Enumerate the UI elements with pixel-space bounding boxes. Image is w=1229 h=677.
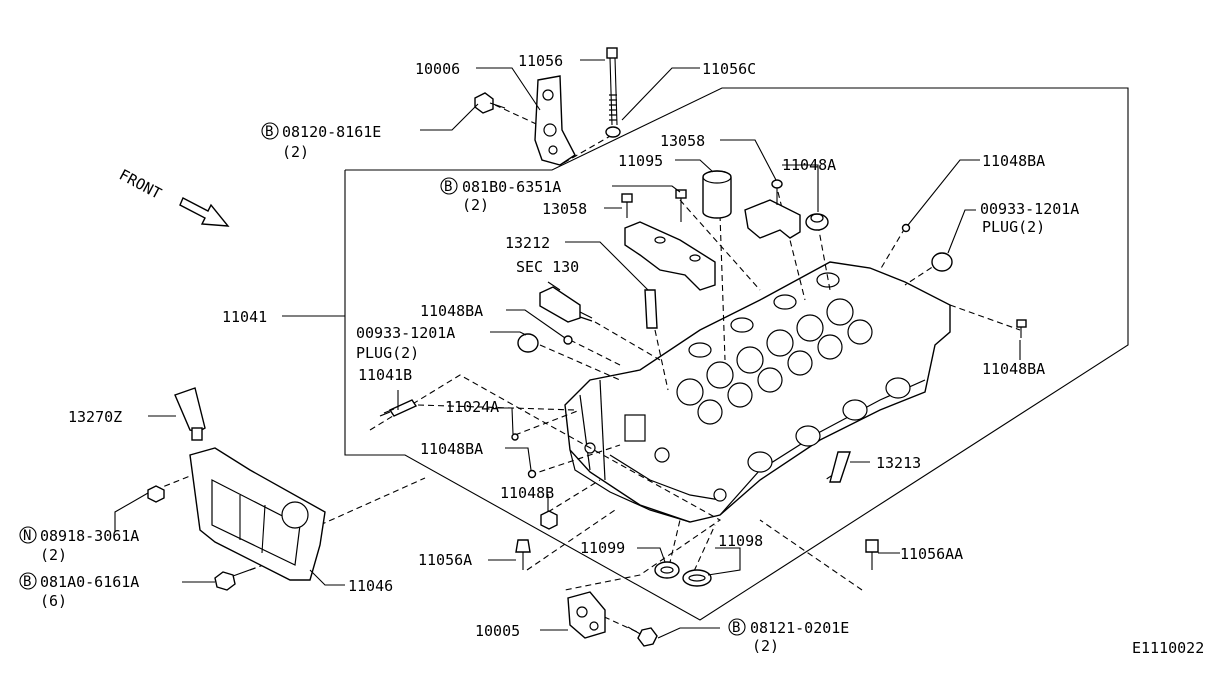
camshaft-journals [676, 298, 873, 425]
label-00933-right: 00933-1201A [980, 200, 1079, 218]
label-11056: 11056 [518, 52, 563, 70]
dowel-13213-icon [829, 451, 851, 483]
front-label: FRONT [116, 166, 164, 203]
nut-marker-08918: N [19, 526, 37, 544]
bracket-10005-icon [567, 591, 606, 639]
label-11041: 11041 [222, 308, 267, 326]
plug-00933-right-icon [931, 252, 953, 272]
label-081a0-qty: (6) [40, 592, 67, 610]
label-081a0-6161a: 081A0-6161A [40, 573, 139, 591]
label-13270z: 13270Z [68, 408, 122, 426]
label-11041b: 11041B [358, 366, 412, 384]
label-11046: 11046 [348, 577, 393, 595]
bolt-11056a-icon [515, 539, 531, 570]
bracket-10006-icon [534, 75, 576, 166]
label-13058-mid: 13058 [542, 200, 587, 218]
stud-11041b-icon [379, 399, 418, 417]
label-10006: 10006 [415, 60, 460, 78]
front-arrow-icon: FRONT [116, 166, 230, 227]
label-08121-qty: (2) [752, 637, 779, 655]
plug-00933-left-icon [517, 333, 539, 353]
bolt-11056aa-icon [865, 539, 879, 570]
label-08120-qty: (2) [282, 143, 309, 161]
label-08121-0201e: 08121-0201E [750, 619, 849, 637]
label-11048ba-right: 11048BA [982, 360, 1045, 378]
label-13212: 13212 [505, 234, 550, 252]
sealant-tube-13270z-icon [174, 387, 206, 441]
plug-11048ba-low-icon [527, 469, 537, 479]
label-00933-left: 00933-1201A [356, 324, 455, 342]
label-plug-left: PLUG(2) [356, 344, 419, 362]
part-labels: 10006 11056 11056C B 08120-8161E (2) 130… [19, 52, 1204, 657]
gasket-11099-icon [654, 561, 680, 579]
label-081b0-qty: (2) [462, 196, 489, 214]
nut-marker-letter: N [23, 528, 31, 544]
label-08918-3061a: 08918-3061A [40, 527, 139, 545]
plug-wells [688, 272, 840, 358]
label-11098: 11098 [718, 532, 763, 550]
label-sec130: SEC 130 [516, 258, 579, 276]
bolt-marker-letter: B [23, 574, 31, 590]
plug-11048b-icon [540, 510, 558, 530]
bolt-marker-letter: B [732, 620, 740, 636]
plug-11048ba-left-icon [563, 335, 573, 345]
leader-lines [114, 59, 1021, 639]
label-11099: 11099 [580, 539, 625, 557]
cylinder-head-icon [564, 261, 951, 523]
label-11056c: 11056C [702, 60, 756, 78]
bolt-marker-letter: B [444, 179, 452, 195]
label-13213: 13213 [876, 454, 921, 472]
dowel-13212-icon [644, 289, 658, 329]
bolt-11056-icon [605, 47, 621, 138]
rear-cover-11046-icon [189, 447, 326, 581]
plug-11024a-icon [511, 433, 519, 441]
seal-11048a-icon [805, 213, 829, 231]
bolt-marker-081b0: B [440, 177, 458, 195]
plug-11048ba-top-icon [901, 223, 911, 233]
bolt-marker-081a0: B [19, 572, 37, 590]
sensor-sec130-icon [539, 286, 593, 323]
label-11048ba-low: 11048BA [420, 440, 483, 458]
exhaust-ports [747, 377, 911, 473]
plug-11048ba-right-icon [1016, 319, 1027, 338]
label-11024a: 11024A [445, 398, 499, 416]
label-plug-right: PLUG(2) [982, 218, 1045, 236]
nut-08918-icon [147, 485, 165, 503]
label-10005: 10005 [475, 622, 520, 640]
label-11048ba-left: 11048BA [420, 302, 483, 320]
label-081b0-6351a: 081B0-6351A [462, 178, 561, 196]
bolt-08121-icon [627, 626, 658, 647]
bolt-marker-08121: B [728, 618, 746, 636]
label-11095: 11095 [618, 152, 663, 170]
cam-bracket-13058-icon [744, 179, 801, 239]
bolt-marker-letter: B [265, 124, 273, 140]
bolt-081a0-icon [214, 567, 256, 591]
label-11056a: 11056A [418, 551, 472, 569]
label-11056aa: 11056AA [900, 545, 963, 563]
cam-bracket-left-icon [621, 189, 716, 291]
bolt-marker-08120: B [261, 122, 279, 140]
label-08120-8161e: 08120-8161E [282, 123, 381, 141]
gasket-11098-icon [682, 569, 712, 587]
figure-code: E1110022 [1132, 639, 1204, 657]
tappet-11095-icon [702, 170, 732, 219]
label-11048ba-top: 11048BA [982, 152, 1045, 170]
assembly-outline [282, 87, 1129, 621]
label-08918-qty: (2) [40, 546, 67, 564]
label-13058-top: 13058 [660, 132, 705, 150]
bolt-08120-icon [474, 92, 506, 114]
label-11048b: 11048B [500, 484, 554, 502]
label-11048a: 11048A [782, 156, 836, 174]
